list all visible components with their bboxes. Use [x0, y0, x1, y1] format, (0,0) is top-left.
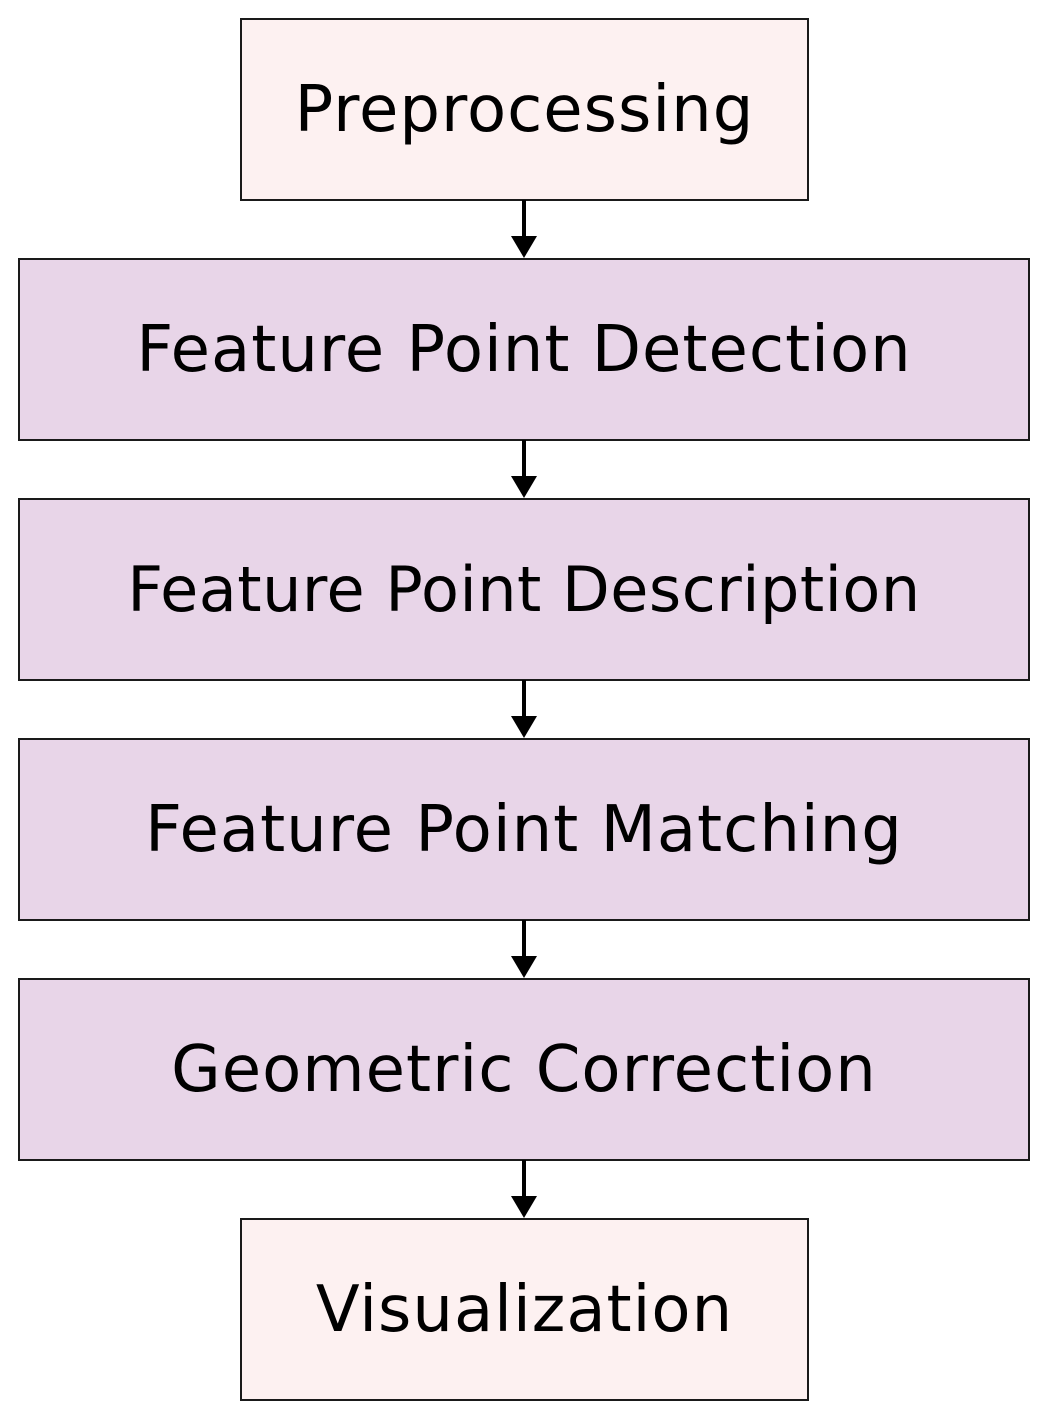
step-label: Preprocessing: [294, 72, 755, 147]
step-feature-point-detection: Feature Point Detection: [18, 258, 1030, 441]
arrow-down-icon: [511, 680, 537, 738]
step-feature-point-matching: Feature Point Matching: [18, 738, 1030, 921]
step-label: Feature Point Detection: [136, 312, 912, 387]
step-label: Geometric Correction: [171, 1032, 877, 1107]
step-label: Visualization: [315, 1272, 734, 1347]
step-label: Feature Point Description: [127, 553, 921, 626]
step-visualization: Visualization: [240, 1218, 809, 1401]
step-geometric-correction: Geometric Correction: [18, 978, 1030, 1161]
step-label: Feature Point Matching: [145, 792, 903, 867]
arrow-down-icon: [511, 1160, 537, 1218]
arrow-down-icon: [511, 200, 537, 258]
arrow-down-icon: [511, 440, 537, 498]
step-feature-point-description: Feature Point Description: [18, 498, 1030, 681]
step-preprocessing: Preprocessing: [240, 18, 809, 201]
arrow-down-icon: [511, 920, 537, 978]
